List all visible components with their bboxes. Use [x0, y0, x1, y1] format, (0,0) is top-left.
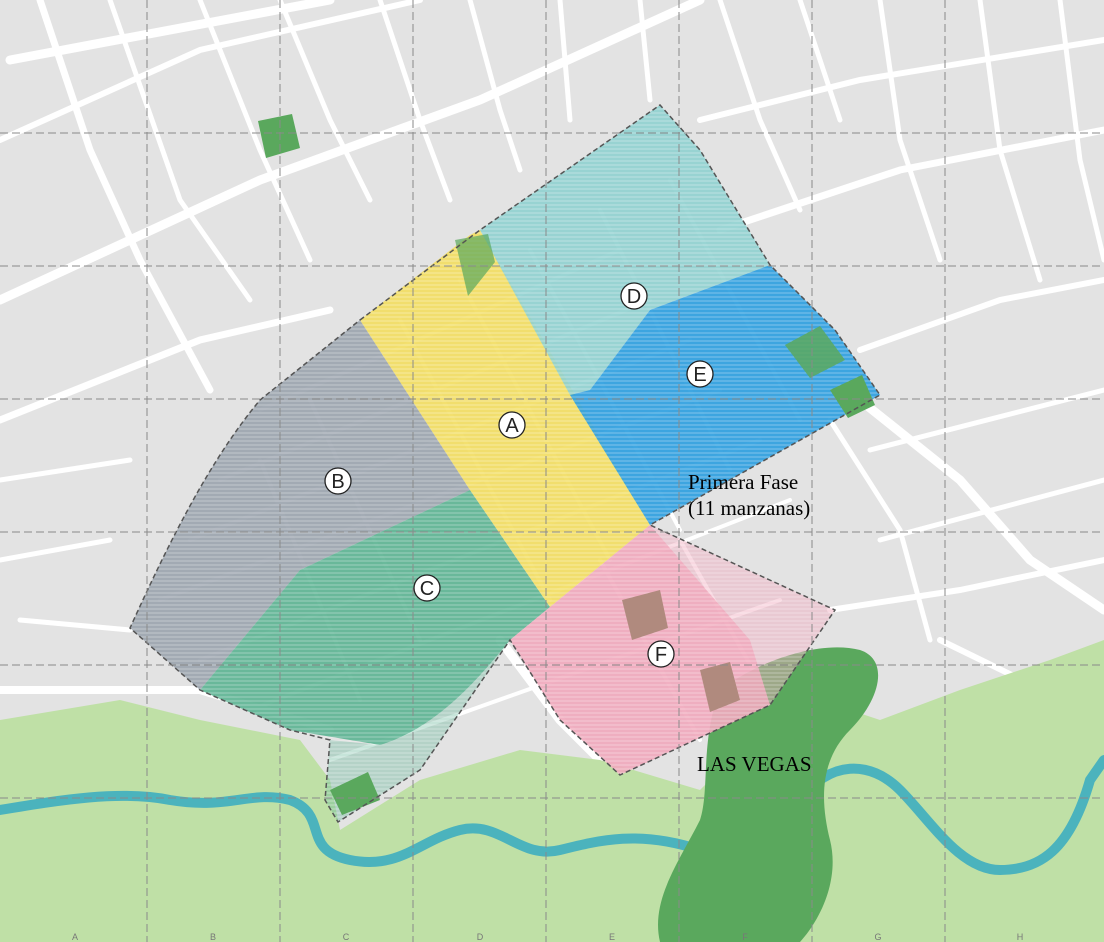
grid-column-label: H [1017, 932, 1024, 942]
zone-label-circle [498, 411, 526, 439]
grid-column-label: D [477, 932, 484, 942]
zone-label-text: A [505, 415, 519, 437]
grid-column-label: G [874, 932, 881, 942]
zone-label-text: D [627, 286, 641, 308]
zone-label-e: E [686, 360, 714, 388]
zone-label-f: F [647, 640, 675, 668]
las-vegas-label: LAS VEGAS [697, 752, 812, 776]
zone-label-circle [686, 360, 714, 388]
zone-label-c: C [413, 574, 441, 602]
building-plots [622, 590, 740, 712]
phase-label-line2: (11 manzanas) [688, 496, 811, 520]
zone-label-circle [413, 574, 441, 602]
planning-boundary [129, 104, 882, 824]
grid-column-label: F [742, 932, 748, 942]
grid-column-label: B [210, 932, 216, 942]
grid-column-label: A [72, 932, 78, 942]
phase-label-line1: Primera Fase [688, 470, 799, 494]
river [0, 755, 1104, 876]
zone-label-circle [324, 467, 352, 495]
zone-hatching [130, 105, 880, 822]
grid-column-label: C [343, 932, 350, 942]
zone-label-circle [620, 282, 648, 310]
zone-label-text: B [331, 471, 344, 493]
zone-label-a: A [498, 411, 526, 439]
zone-label-b: B [324, 467, 352, 495]
zone-label-text: C [420, 578, 434, 600]
zone-label-text: F [655, 644, 667, 666]
zone-label-text: E [693, 364, 706, 386]
grid-column-labels: A B C D E F G H [72, 932, 1023, 942]
phase-label: Primera Fase (11 manzanas) [688, 469, 810, 521]
zone-label-d: D [620, 282, 648, 310]
zone-label-circle [647, 640, 675, 668]
grid-column-label: E [609, 932, 615, 942]
small-parks [258, 114, 875, 815]
